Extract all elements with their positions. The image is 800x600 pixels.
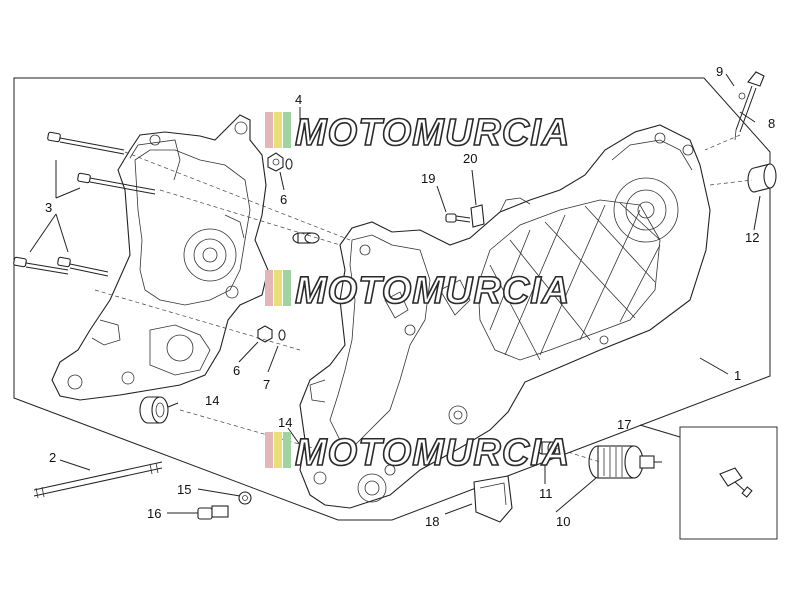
callout-19: 19 (421, 171, 435, 186)
callout-1: 1 (734, 368, 741, 383)
wm-stripe (274, 112, 282, 148)
dowel-14-left (139, 396, 169, 424)
wm-stripe (265, 112, 273, 148)
dowel-11 (537, 441, 557, 455)
right-crankcase-half (299, 124, 711, 509)
left-crankcase-half (51, 114, 269, 401)
watermark-3: MOTOMURCIA (265, 431, 570, 475)
callout-14-right: 14 (278, 415, 292, 430)
callout-7: 7 (263, 377, 270, 392)
callout-20: 20 (463, 151, 477, 166)
callout-12: 12 (745, 230, 759, 245)
wm-stripe (283, 112, 291, 148)
callout-4: 4 (295, 92, 302, 107)
starter-10 (588, 445, 662, 479)
callout-17: 17 (617, 417, 631, 432)
wm-stripe (283, 270, 291, 306)
wm-stripe (265, 270, 273, 306)
bolts-3 (13, 131, 156, 277)
wm-stripe (274, 432, 282, 468)
dipstick-8 (734, 71, 765, 141)
bushing-12 (747, 163, 777, 193)
callout-3: 3 (45, 200, 52, 215)
stud-2 (33, 461, 163, 499)
callout-labels: 1 2 3 4 6 6 7 8 9 10 11 12 14 14 15 16 1… (45, 64, 775, 529)
callout-8: 8 (768, 116, 775, 131)
screw-16 (197, 491, 252, 520)
watermark-text: MOTOMURCIA (295, 270, 570, 312)
callout-18: 18 (425, 514, 439, 529)
watermark-2: MOTOMURCIA (265, 269, 570, 313)
callout-11: 11 (539, 486, 553, 501)
fitting-17 (719, 467, 753, 498)
shield-18 (473, 475, 513, 523)
callout-6-lower: 6 (233, 363, 240, 378)
leader-lines (29, 73, 761, 515)
callout-15: 15 (177, 482, 191, 497)
wm-stripe (283, 432, 291, 468)
wm-stripe (265, 432, 273, 468)
watermark-text: MOTOMURCIA (295, 112, 570, 154)
assembly-frame (13, 77, 771, 521)
callout-14: 14 (205, 393, 219, 408)
callout-6: 6 (280, 192, 287, 207)
callout-9: 9 (716, 64, 723, 79)
callout-2: 2 (49, 450, 56, 465)
wm-stripe (274, 270, 282, 306)
watermark-text: MOTOMURCIA (295, 432, 570, 474)
callout-10: 10 (556, 514, 570, 529)
watermark-1: MOTOMURCIA (265, 111, 570, 155)
callout-16: 16 (147, 506, 161, 521)
bolt-19-plate-20 (445, 204, 485, 228)
nuts-washers (257, 152, 320, 343)
